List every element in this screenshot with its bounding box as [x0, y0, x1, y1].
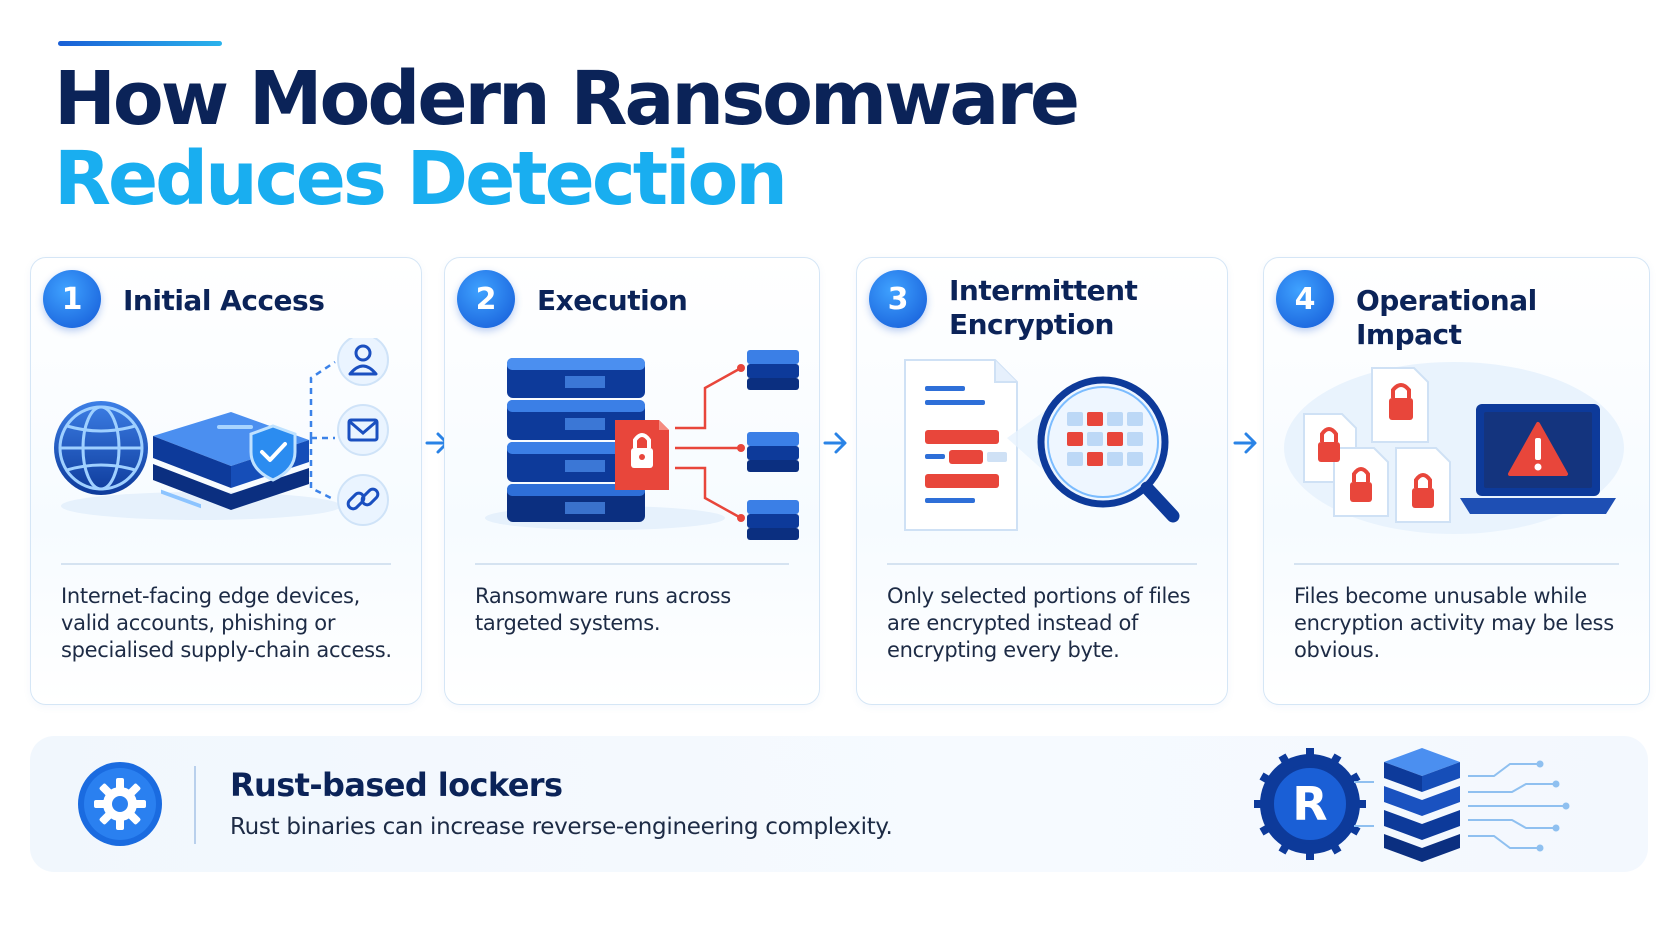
title-line-2: Reduces Detection [54, 136, 788, 222]
step-card-execution: 2 Execution [444, 257, 820, 705]
rust-logo-letter: R [1292, 777, 1327, 831]
card-divider [475, 563, 789, 565]
card-divider [1294, 563, 1619, 565]
gear-icon [78, 762, 162, 846]
lock-icon [615, 420, 669, 490]
step-description: Only selected portions of files are encr… [887, 584, 1191, 662]
operational-impact-illustration [1284, 362, 1624, 534]
execution-illustration [485, 350, 799, 540]
server-icon [1384, 748, 1460, 862]
step-description: Ransomware runs across targeted systems. [475, 584, 731, 635]
step-title: Operational Impact [1356, 284, 1537, 351]
arrow-right-icon [1233, 432, 1257, 454]
step-number-badge: 2 [457, 270, 515, 328]
shield-check-icon [249, 424, 297, 482]
step-number-badge: 3 [869, 270, 927, 328]
document-icon [904, 359, 1018, 531]
arrow-right-icon [823, 432, 847, 454]
step-title: Execution [537, 284, 688, 317]
banner-divider [194, 766, 196, 844]
step-description: Files become unusable while encryption a… [1294, 584, 1614, 662]
card-divider [61, 563, 391, 565]
banner-title: Rust-based lockers [230, 766, 563, 804]
step-description: Internet-facing edge devices, valid acco… [61, 584, 392, 662]
warning-icon [1508, 422, 1568, 476]
step-number-badge: 4 [1276, 270, 1334, 328]
step-number-badge: 1 [43, 270, 101, 328]
globe-icon [54, 401, 148, 495]
step-title: Initial Access [123, 284, 325, 317]
initial-access-illustration [54, 338, 389, 526]
server-icon [747, 350, 799, 540]
step-title: Intermittent Encryption [949, 274, 1138, 341]
step-card-intermittent-encryption: 3 Intermittent Encryption [856, 257, 1228, 705]
step-card-operational-impact: 4 Operational Impact Files become unusab… [1263, 257, 1650, 705]
title-line-1: How Modern Ransomware [54, 56, 1080, 142]
intermittent-encryption-illustration [904, 359, 1180, 531]
user-icon [337, 338, 389, 386]
step-card-initial-access: 1 Initial Access [30, 257, 422, 705]
lock-icon [1318, 383, 1434, 508]
page-title: How Modern Ransomware Reduces Detection [54, 56, 1080, 222]
rust-lockers-banner: Rust-based lockers Rust binaries can inc… [30, 736, 1648, 872]
card-divider [887, 563, 1197, 565]
title-accent-bar [58, 41, 222, 46]
magnifier-icon [1037, 376, 1180, 523]
rust-logo-icon: R [1254, 748, 1366, 860]
server-icon [507, 358, 645, 522]
mail-icon [337, 404, 389, 456]
rust-illustration: R [1254, 748, 1570, 862]
banner-description: Rust binaries can increase reverse-engin… [230, 814, 893, 840]
link-icon [337, 474, 389, 526]
